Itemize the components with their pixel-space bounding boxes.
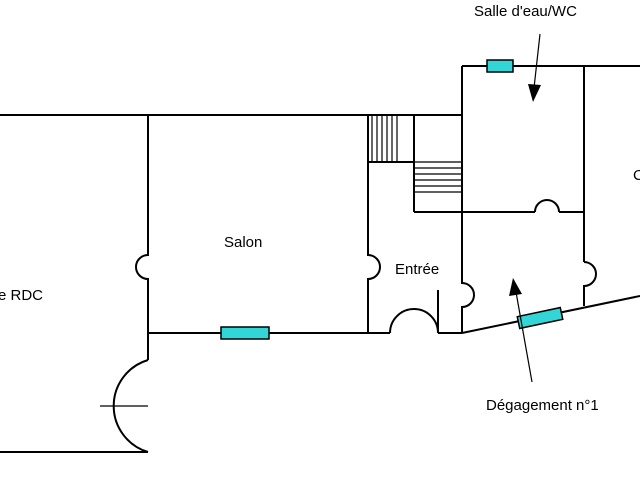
room-label-entree: Entrée bbox=[395, 261, 439, 278]
room-label-salle-eau: Salle d'eau/WC bbox=[474, 3, 577, 20]
windows bbox=[220, 59, 564, 340]
arrowhead-salle-eau bbox=[528, 84, 541, 102]
room-label-degagement: Dégagement n°1 bbox=[486, 397, 599, 414]
arrows bbox=[509, 33, 541, 383]
arrow-degagement bbox=[515, 291, 533, 383]
arrowhead-degagement bbox=[509, 278, 522, 296]
arrow-salle-eau bbox=[533, 33, 541, 89]
labels: e RDC Salon Entrée Salle d'eau/WC Dégage… bbox=[0, 3, 640, 414]
room-label-rdc: e RDC bbox=[0, 287, 43, 304]
room-label-salon: Salon bbox=[224, 234, 262, 251]
window-salle-eau bbox=[486, 59, 514, 73]
staircase bbox=[371, 115, 462, 193]
window-degagement bbox=[516, 306, 564, 330]
room-label-partial: C bbox=[633, 167, 640, 184]
walls bbox=[0, 65, 640, 453]
window-salon bbox=[220, 326, 270, 340]
